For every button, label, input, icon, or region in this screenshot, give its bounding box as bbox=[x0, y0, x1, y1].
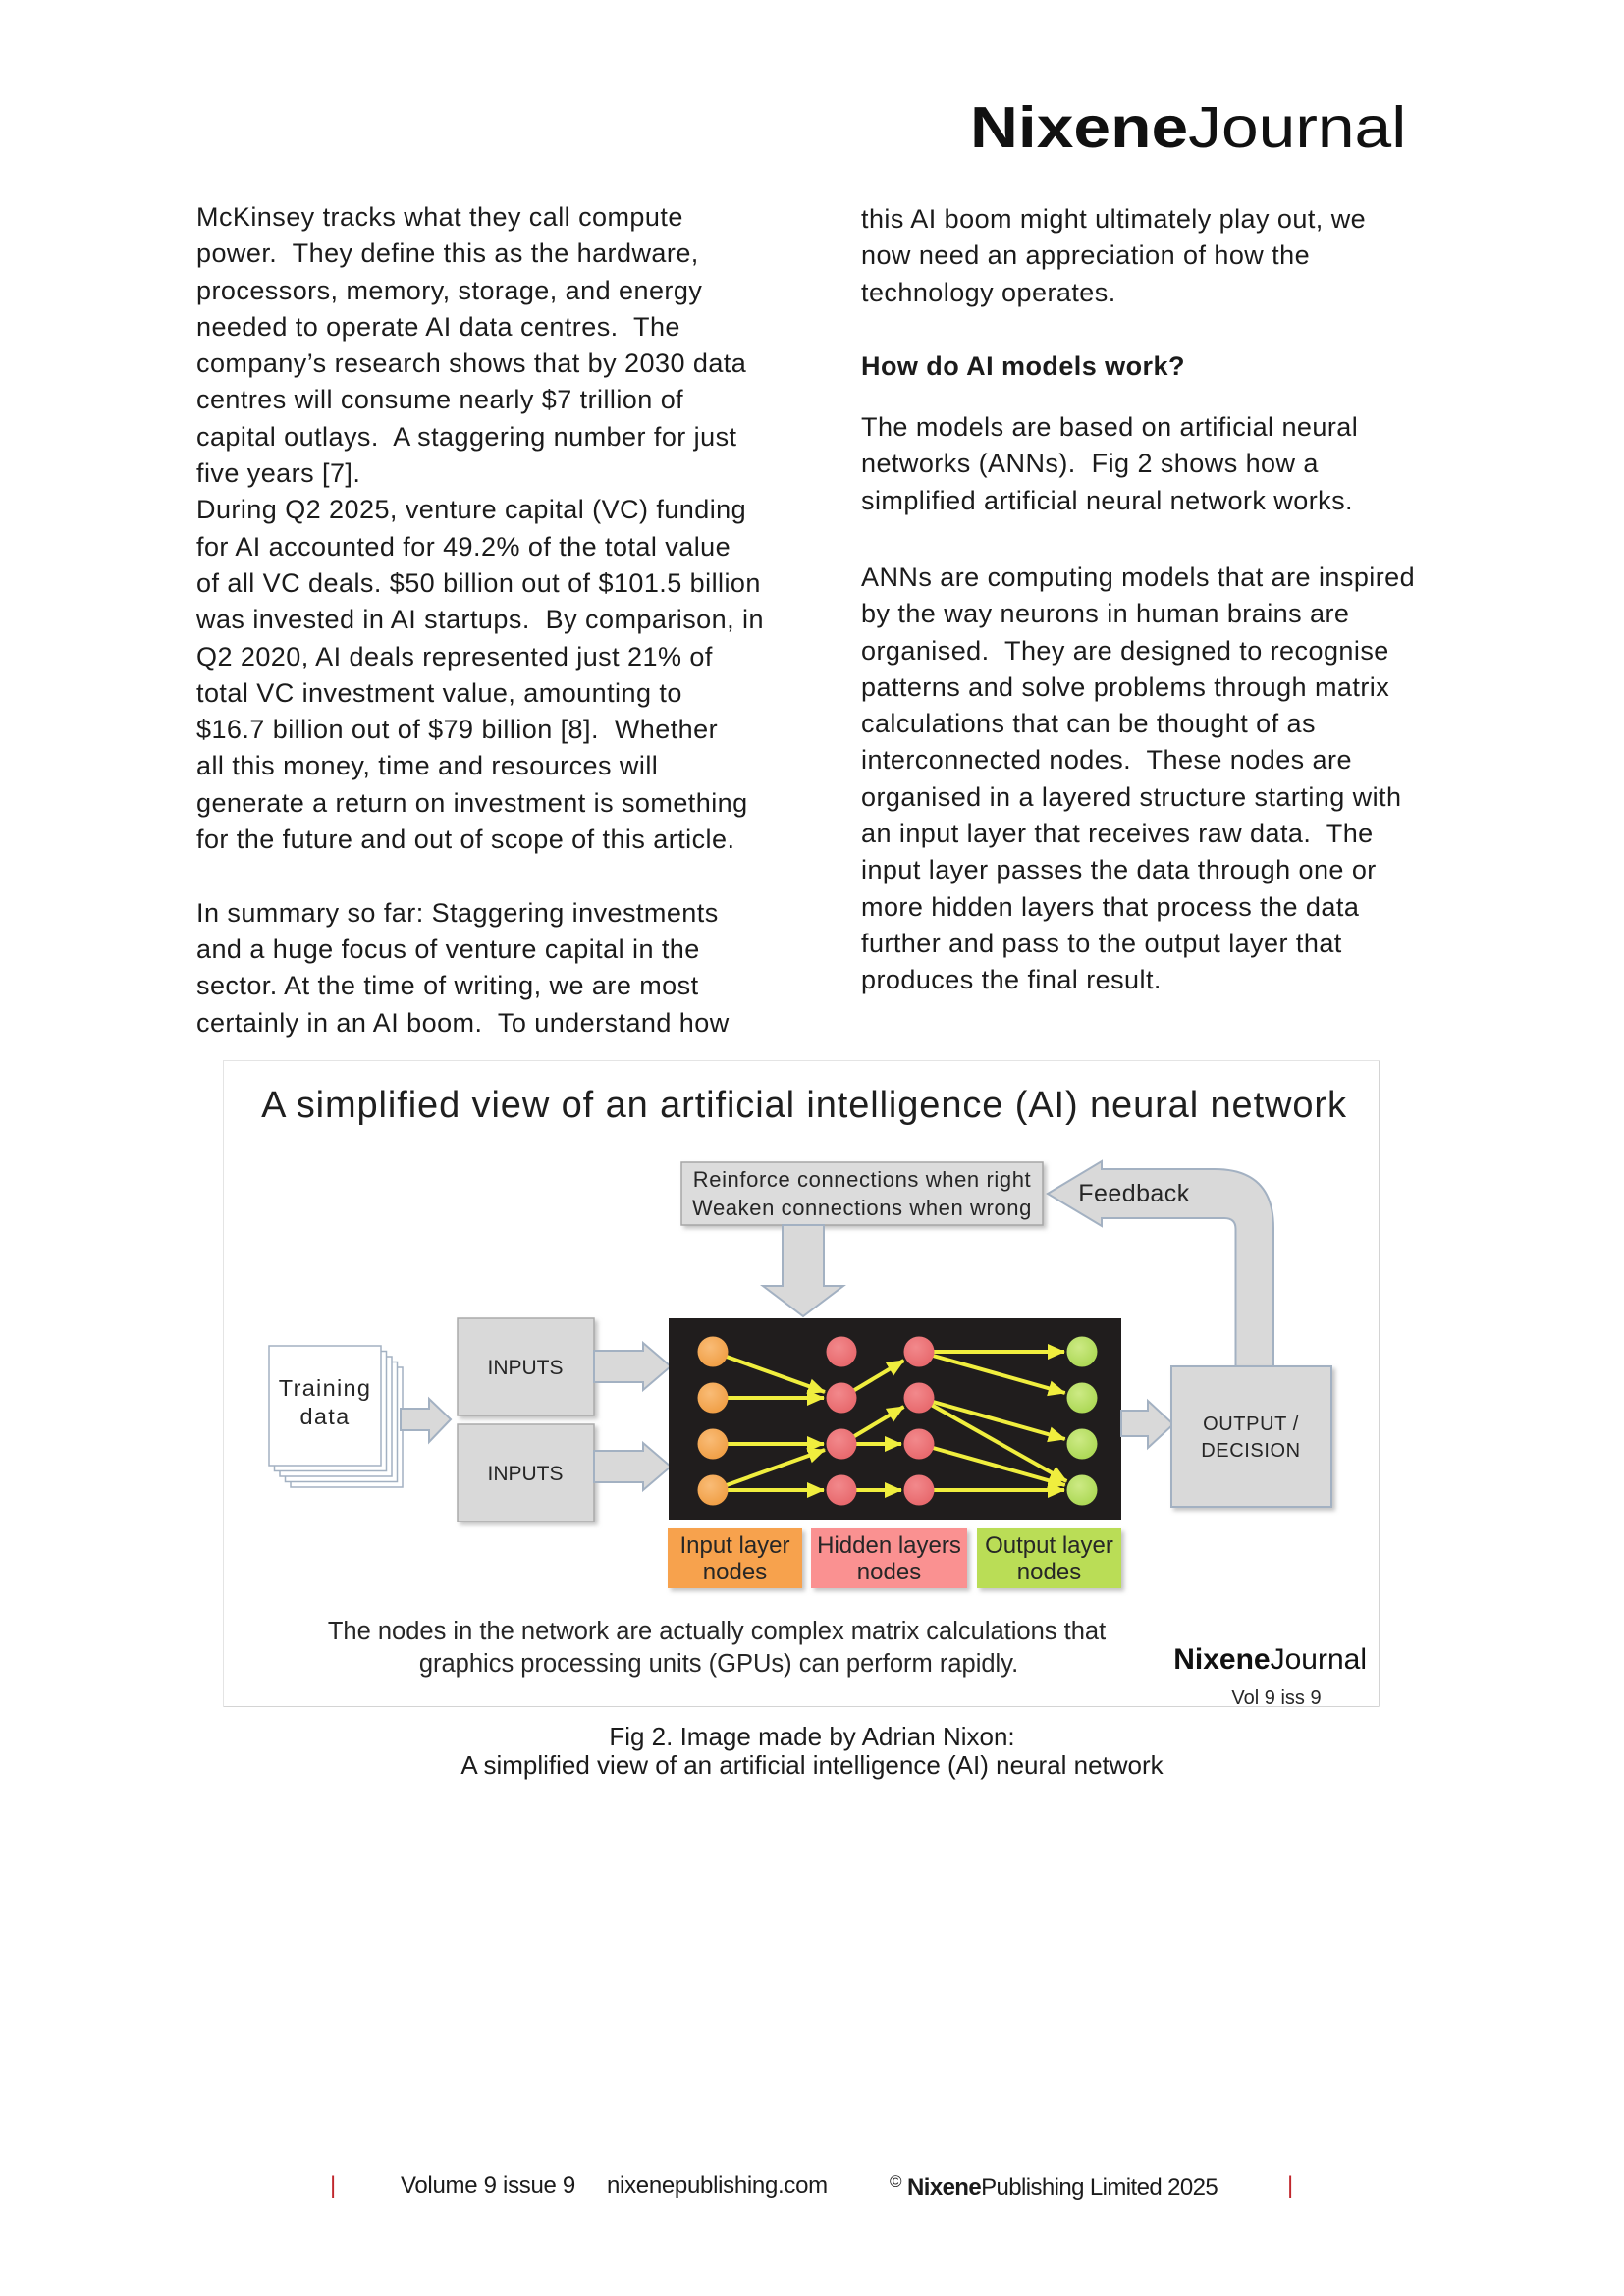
svg-text:nodes: nodes bbox=[703, 1559, 767, 1585]
svg-text:Training: Training bbox=[279, 1375, 371, 1401]
svg-text:NixeneJournal: NixeneJournal bbox=[1173, 1643, 1367, 1676]
svg-text:DECISION: DECISION bbox=[1201, 1440, 1300, 1462]
svg-text:data: data bbox=[300, 1404, 351, 1429]
svg-text:Hidden layers: Hidden layers bbox=[817, 1532, 961, 1559]
svg-text:Reinforce connections when rig: Reinforce connections when right bbox=[693, 1167, 1032, 1192]
svg-text:The nodes in the network are a: The nodes in the network are actually co… bbox=[328, 1618, 1106, 1645]
svg-text:INPUTS: INPUTS bbox=[487, 1463, 563, 1485]
svg-text:A simplified view of an artifi: A simplified view of an artificial intel… bbox=[261, 1085, 1347, 1126]
svg-text:nodes: nodes bbox=[857, 1559, 921, 1585]
svg-text:INPUTS: INPUTS bbox=[487, 1357, 563, 1379]
svg-text:OUTPUT /: OUTPUT / bbox=[1203, 1414, 1299, 1435]
svg-text:graphics processing units (GPU: graphics processing units (GPUs) can per… bbox=[419, 1650, 1018, 1678]
svg-text:Output layer: Output layer bbox=[985, 1532, 1113, 1559]
svg-text:Input layer: Input layer bbox=[679, 1532, 789, 1559]
svg-text:nodes: nodes bbox=[1017, 1559, 1081, 1585]
svg-text:Weaken connections when wrong: Weaken connections when wrong bbox=[692, 1196, 1032, 1220]
svg-text:Feedback: Feedback bbox=[1078, 1180, 1189, 1207]
svg-text:Vol 9 iss 9: Vol 9 iss 9 bbox=[1231, 1687, 1321, 1707]
